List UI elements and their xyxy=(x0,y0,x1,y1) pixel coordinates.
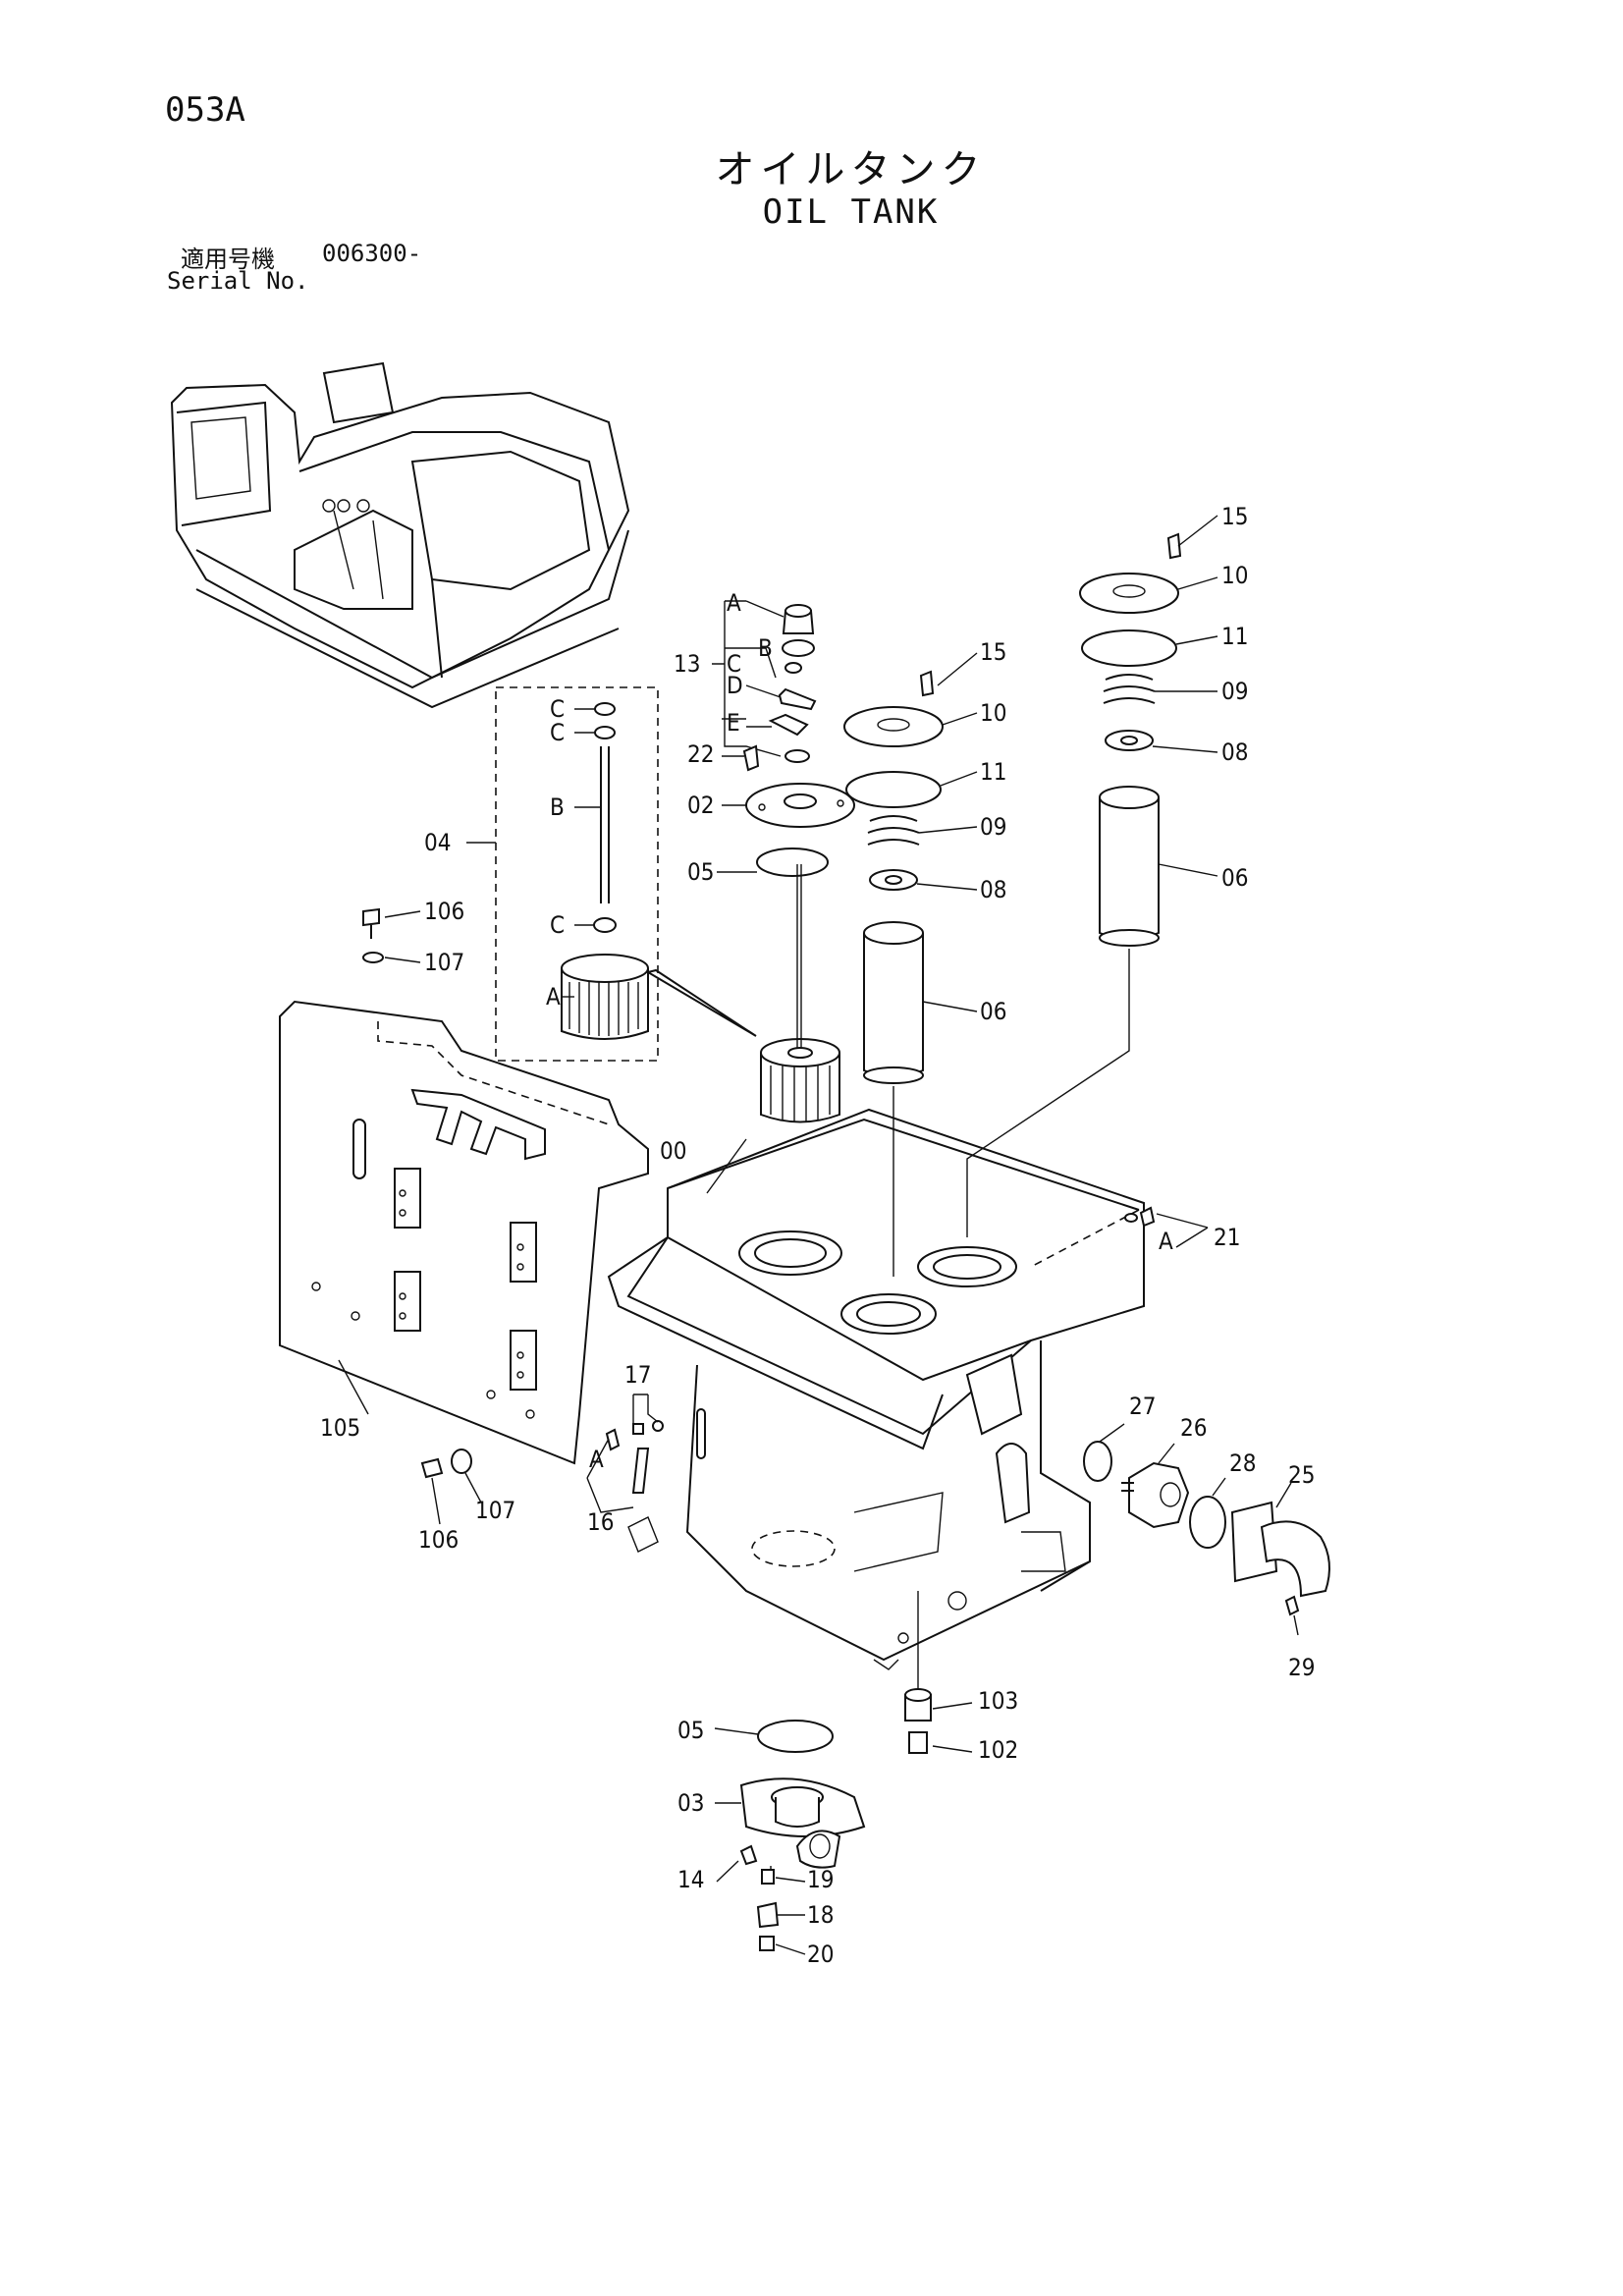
callout-11: 11 xyxy=(1221,623,1248,650)
callout-28: 28 xyxy=(1229,1449,1256,1477)
callout-letter-e: E xyxy=(727,709,740,737)
callout-107: 107 xyxy=(475,1497,515,1524)
callout-letter-b: B xyxy=(758,634,773,662)
part-callout-labels: 15 10 11 09 08 06 15 10 11 09 08 06 13 A… xyxy=(320,503,1315,1968)
drain-assembly-bottom xyxy=(714,1591,973,1955)
bolts-106-107 xyxy=(362,907,482,1525)
page-code: 053A xyxy=(165,90,245,130)
callout-05: 05 xyxy=(687,858,714,886)
callout-02: 02 xyxy=(687,792,714,819)
breather-assembly-13 xyxy=(712,600,817,763)
callout-06: 06 xyxy=(980,998,1006,1025)
callout-letter-d: D xyxy=(727,672,743,699)
title-japanese: オイルタンク xyxy=(715,147,987,192)
callout-107: 107 xyxy=(424,949,464,976)
suction-pipe-assembly xyxy=(1083,1423,1330,1636)
callout-03: 03 xyxy=(677,1789,704,1817)
callout-letter-a: A xyxy=(589,1446,604,1473)
serial-number-value: 006300- xyxy=(322,240,422,267)
bolts-16-17 xyxy=(586,1394,706,1513)
callout-15: 15 xyxy=(1221,503,1248,530)
callout-14: 14 xyxy=(677,1866,704,1893)
cover-plate-02 xyxy=(717,744,855,877)
callout-102: 102 xyxy=(978,1736,1018,1764)
callout-letter-a: A xyxy=(727,589,741,617)
callout-letter-c: C xyxy=(550,695,565,723)
callout-letter-a: A xyxy=(546,983,561,1011)
callout-106: 106 xyxy=(424,898,464,925)
callout-29: 29 xyxy=(1288,1654,1315,1681)
callout-103: 103 xyxy=(978,1687,1018,1715)
strainer-element xyxy=(760,864,840,1123)
callout-letter-b: B xyxy=(550,793,565,821)
callout-08: 08 xyxy=(980,876,1006,903)
side-panel-105 xyxy=(279,1000,649,1465)
title-english: OIL TANK xyxy=(762,192,940,232)
callout-letter-c: C xyxy=(727,650,741,678)
callout-18: 18 xyxy=(807,1901,834,1929)
callout-09: 09 xyxy=(1221,678,1248,705)
callout-06: 06 xyxy=(1221,864,1248,892)
oil-tank-00 xyxy=(607,1108,1145,1670)
callout-00: 00 xyxy=(660,1137,686,1165)
callout-10: 10 xyxy=(1221,562,1248,589)
callout-09: 09 xyxy=(980,813,1006,841)
callout-08: 08 xyxy=(1221,738,1248,766)
callout-letter-c: C xyxy=(550,911,565,939)
callout-letter-a: A xyxy=(1159,1228,1173,1255)
callout-16: 16 xyxy=(587,1508,614,1536)
callout-11: 11 xyxy=(980,758,1006,786)
excavator-overview-drawing xyxy=(170,361,630,709)
callout-15: 15 xyxy=(980,638,1006,666)
bolt-21 xyxy=(1124,1206,1209,1248)
callout-106: 106 xyxy=(418,1526,459,1554)
callout-20: 20 xyxy=(807,1941,834,1968)
return-filter-stack-left xyxy=(843,652,978,1277)
callout-10: 10 xyxy=(980,699,1006,727)
callout-04: 04 xyxy=(424,829,451,856)
return-filter-stack-right xyxy=(966,515,1218,1237)
callout-105: 105 xyxy=(320,1414,360,1442)
callout-13: 13 xyxy=(674,650,700,678)
inset-box-strainer-assembly xyxy=(466,686,757,1062)
callout-27: 27 xyxy=(1129,1393,1156,1420)
callout-21: 21 xyxy=(1214,1224,1240,1251)
serial-label-japanese: 適用号機 xyxy=(181,246,275,273)
serial-label-english: Serial No. xyxy=(167,267,309,295)
callout-26: 26 xyxy=(1180,1414,1207,1442)
callout-22: 22 xyxy=(687,740,714,768)
callout-05: 05 xyxy=(677,1717,704,1744)
callout-17: 17 xyxy=(624,1361,651,1389)
callout-letter-c: C xyxy=(550,719,565,746)
callout-19: 19 xyxy=(807,1866,834,1893)
callout-25: 25 xyxy=(1288,1461,1315,1489)
